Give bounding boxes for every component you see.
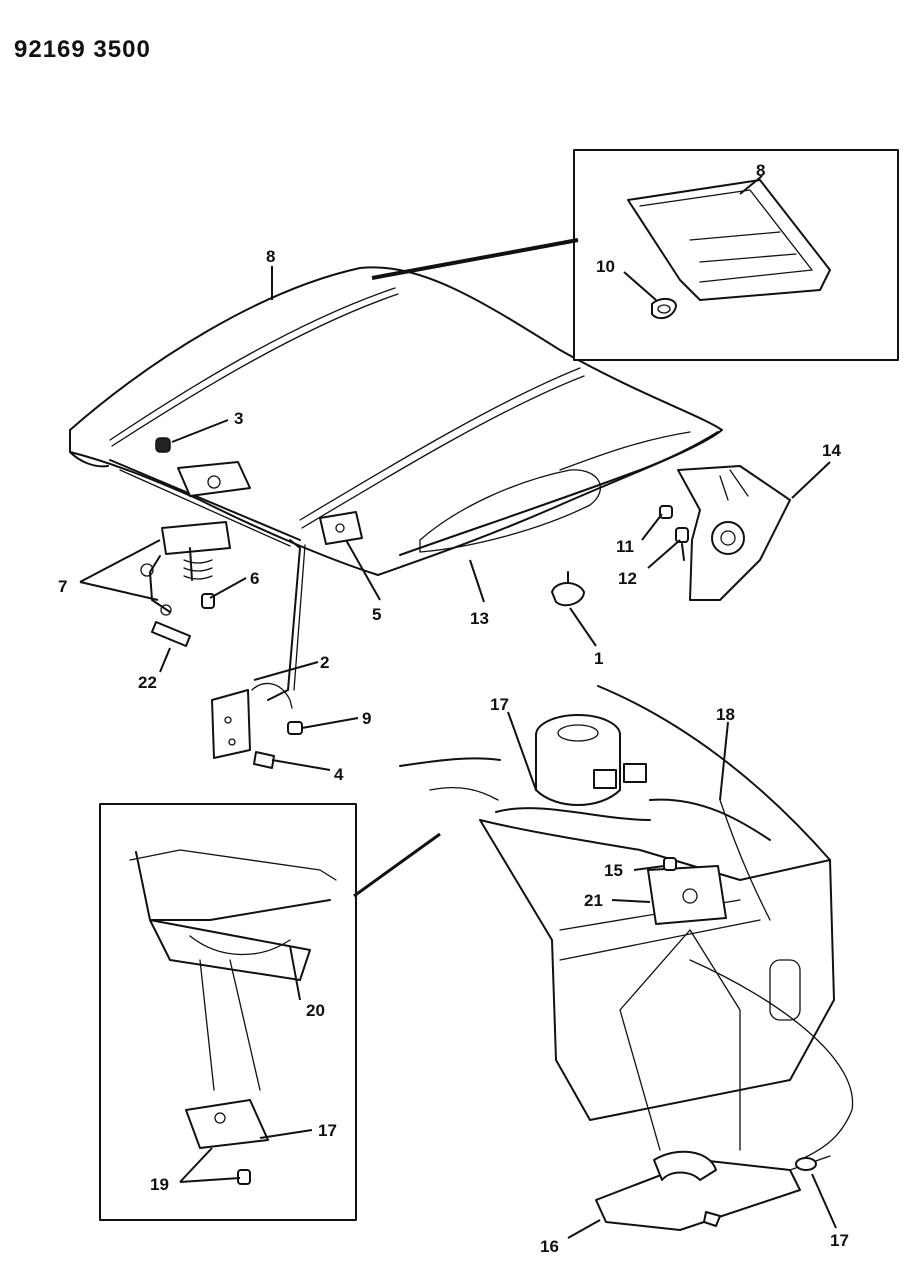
- callout-17-inset: 17: [318, 1121, 337, 1140]
- leader-lines: [79, 175, 837, 1239]
- callout-3: 3: [234, 409, 243, 428]
- callout-8-hood: 8: [266, 247, 275, 266]
- callout-17-cable: 17: [830, 1231, 849, 1250]
- callout-20: 20: [306, 1001, 325, 1020]
- callout-16: 16: [540, 1237, 559, 1256]
- engine-compartment-icon: [399, 685, 854, 1231]
- callout-7: 7: [58, 577, 67, 596]
- hood-latch-icon: [140, 521, 231, 647]
- callout-5: 5: [372, 605, 381, 624]
- callout-9: 9: [362, 709, 371, 728]
- callout-4: 4: [334, 765, 344, 784]
- callout-18: 18: [716, 705, 735, 724]
- callout-8-inset: 8: [756, 161, 765, 180]
- callout-10: 10: [596, 257, 615, 276]
- callout-22: 22: [138, 673, 157, 692]
- callout-6: 6: [250, 569, 259, 588]
- callout-1: 1: [594, 649, 603, 668]
- callout-21: 21: [584, 891, 603, 910]
- release-handle-detail-icon: [99, 803, 357, 1221]
- callout-15: 15: [604, 861, 623, 880]
- callout-13: 13: [470, 609, 489, 628]
- callout-2: 2: [320, 653, 329, 672]
- callout-14: 14: [822, 441, 841, 460]
- callout-11: 11: [616, 537, 634, 556]
- callout-17-engine: 17: [490, 695, 509, 714]
- document-id: 92169 3500: [14, 36, 151, 63]
- hood-corner-detail-icon: [573, 149, 899, 361]
- callout-12: 12: [618, 569, 637, 588]
- prop-rod-bracket-icon: [659, 465, 791, 601]
- callout-19: 19: [150, 1175, 169, 1194]
- hood-bumper-icon: [551, 571, 585, 607]
- hood-panel-icon: [69, 266, 723, 576]
- hood-hinge-icon: [211, 539, 306, 769]
